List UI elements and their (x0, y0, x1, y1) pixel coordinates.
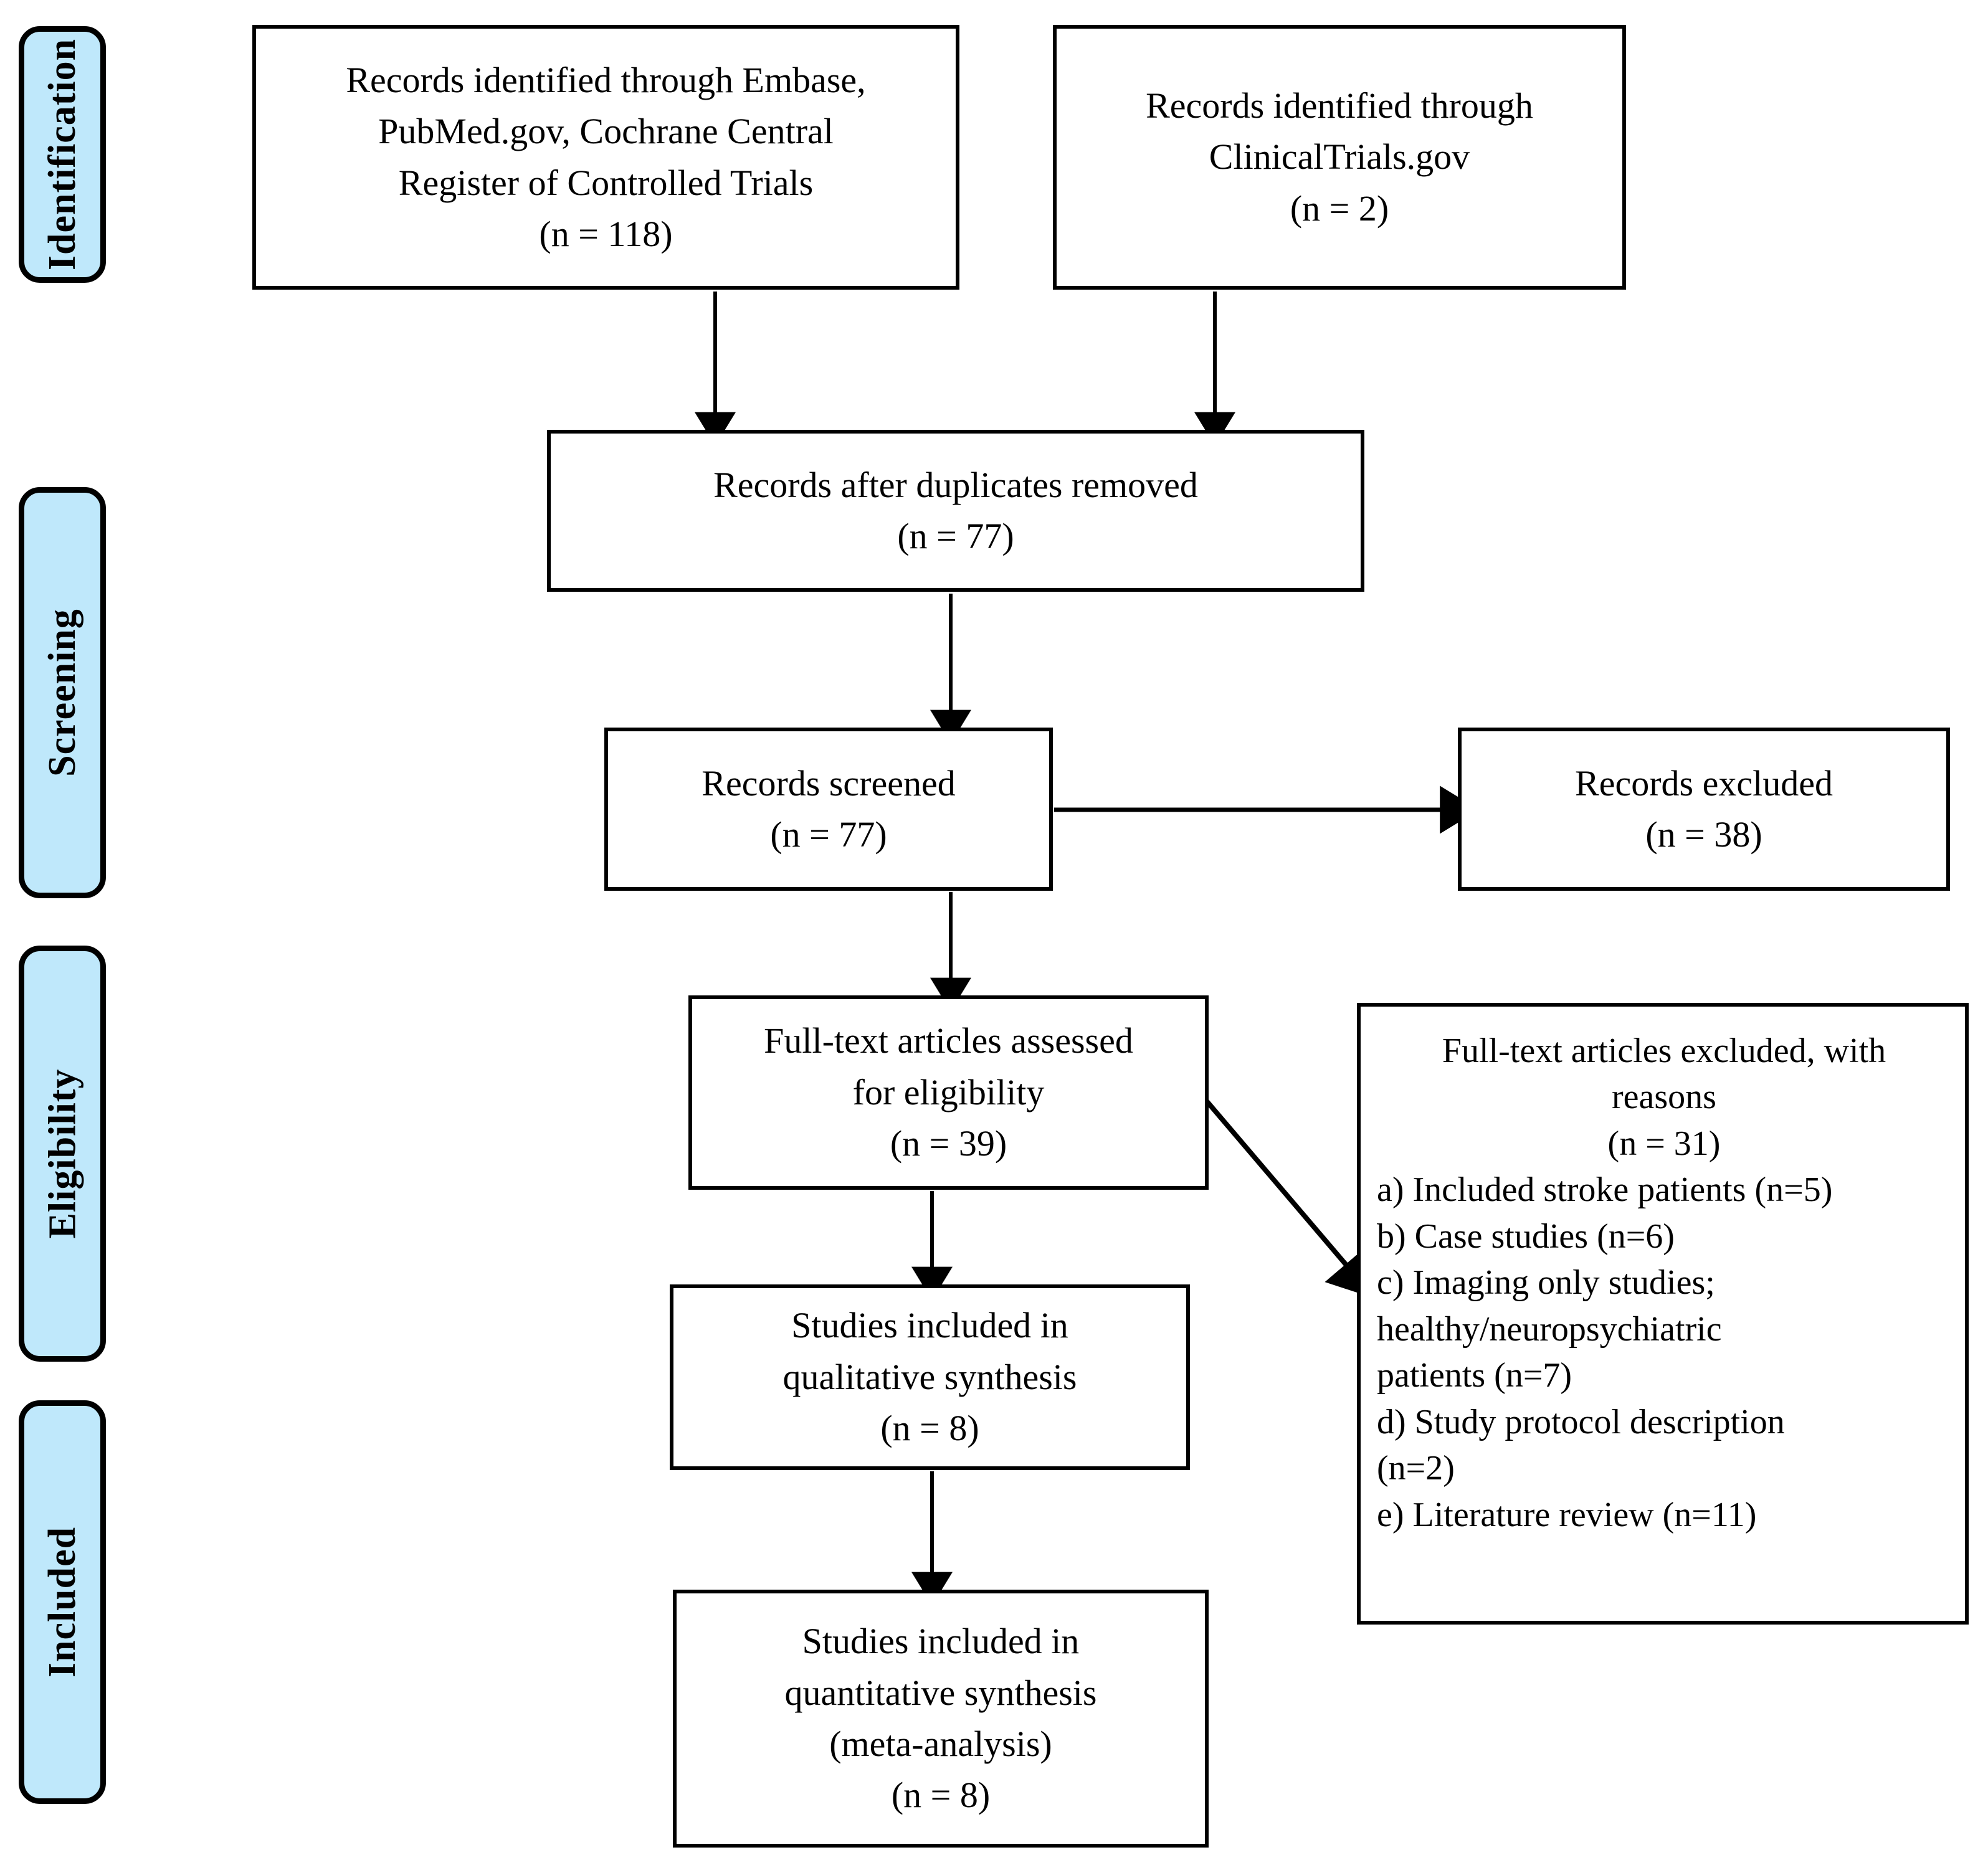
node-text-line: Register of Controlled Trials (398, 162, 814, 203)
reasons-heading-line: Full-text articles excluded, with (1442, 1032, 1886, 1070)
node-count: (n = 8) (880, 1408, 979, 1449)
stage-pill-included: Included (19, 1400, 106, 1804)
node-text-line: Studies included in (791, 1305, 1068, 1346)
node-records-after-duplicates-removed: Records after duplicates removed (n = 77… (547, 430, 1364, 592)
stage-label-included: Included (41, 1526, 84, 1678)
node-text-line: (meta-analysis) (829, 1724, 1052, 1764)
reason-item-b: b) Case studies (n=6) (1377, 1217, 1675, 1256)
node-text-line: Records excluded (1575, 762, 1833, 804)
node-count: (n = 38) (1645, 814, 1762, 855)
node-records-screened: Records screened (n = 77) (604, 728, 1053, 891)
reason-item-a: a) Included stroke patients (n=5) (1377, 1170, 1833, 1210)
node-count: (n = 8) (891, 1775, 991, 1816)
node-records-identified-databases: Records identified through Embase, PubMe… (252, 25, 959, 290)
arrow-fulltext-to-reasons (1191, 1083, 1375, 1299)
reasons-heading-line: reasons (1612, 1078, 1716, 1117)
node-text-line: Records after duplicates removed (713, 464, 1198, 505)
stage-pill-screening: Screening (19, 487, 106, 898)
reasons-count: (n = 31) (1607, 1124, 1721, 1163)
stage-pill-identification: Identification (19, 26, 106, 283)
stage-label-screening: Screening (41, 609, 83, 777)
node-text-line: Records screened (702, 762, 956, 804)
stage-pill-eligibility: Eligibility (19, 946, 106, 1362)
node-studies-included-quantitative-synthesis: Studies included in quantitative synthes… (673, 1590, 1209, 1848)
reason-item-c-cont: healthy/neuropsychiatric (1377, 1309, 1722, 1349)
node-count: (n = 2) (1290, 187, 1389, 229)
node-count: (n = 118) (539, 213, 673, 254)
reason-item-d-count: (n=2) (1377, 1449, 1455, 1488)
node-text-line: Records identified through Embase, (346, 59, 866, 100)
stage-label-identification: Identification (41, 38, 84, 271)
node-text-line: ClinicalTrials.gov (1209, 136, 1470, 178)
reason-item-e: e) Literature review (n=11) (1377, 1495, 1757, 1534)
reason-item-c-count: patients (n=7) (1377, 1356, 1572, 1395)
node-records-identified-clinicaltrials: Records identified through ClinicalTrial… (1053, 25, 1626, 290)
node-text-line: Records identified through (1146, 85, 1533, 126)
node-fulltext-articles-assessed: Full-text articles assessed for eligibil… (688, 995, 1209, 1190)
node-records-excluded: Records excluded (n = 38) (1458, 728, 1950, 891)
node-count: (n = 77) (770, 814, 887, 855)
node-fulltext-articles-excluded-with-reasons: Full-text articles excluded, with reason… (1357, 1003, 1969, 1625)
node-text-line: qualitative synthesis (782, 1356, 1077, 1397)
node-text-line: quantitative synthesis (784, 1672, 1097, 1713)
node-count: (n = 77) (897, 516, 1014, 556)
reason-item-d: d) Study protocol description (1377, 1402, 1785, 1441)
node-text-line: Studies included in (802, 1621, 1080, 1662)
node-text-line: for eligibility (852, 1071, 1045, 1113)
node-text-line: PubMed.gov, Cochrane Central (378, 111, 834, 152)
node-text-line: Full-text articles assessed (764, 1020, 1133, 1061)
node-studies-included-qualitative-synthesis: Studies included in qualitative synthesi… (670, 1284, 1190, 1470)
stage-label-eligibility: Eligibility (41, 1068, 83, 1239)
node-count: (n = 39) (890, 1123, 1007, 1164)
reason-item-c: c) Imaging only studies; (1377, 1263, 1715, 1302)
